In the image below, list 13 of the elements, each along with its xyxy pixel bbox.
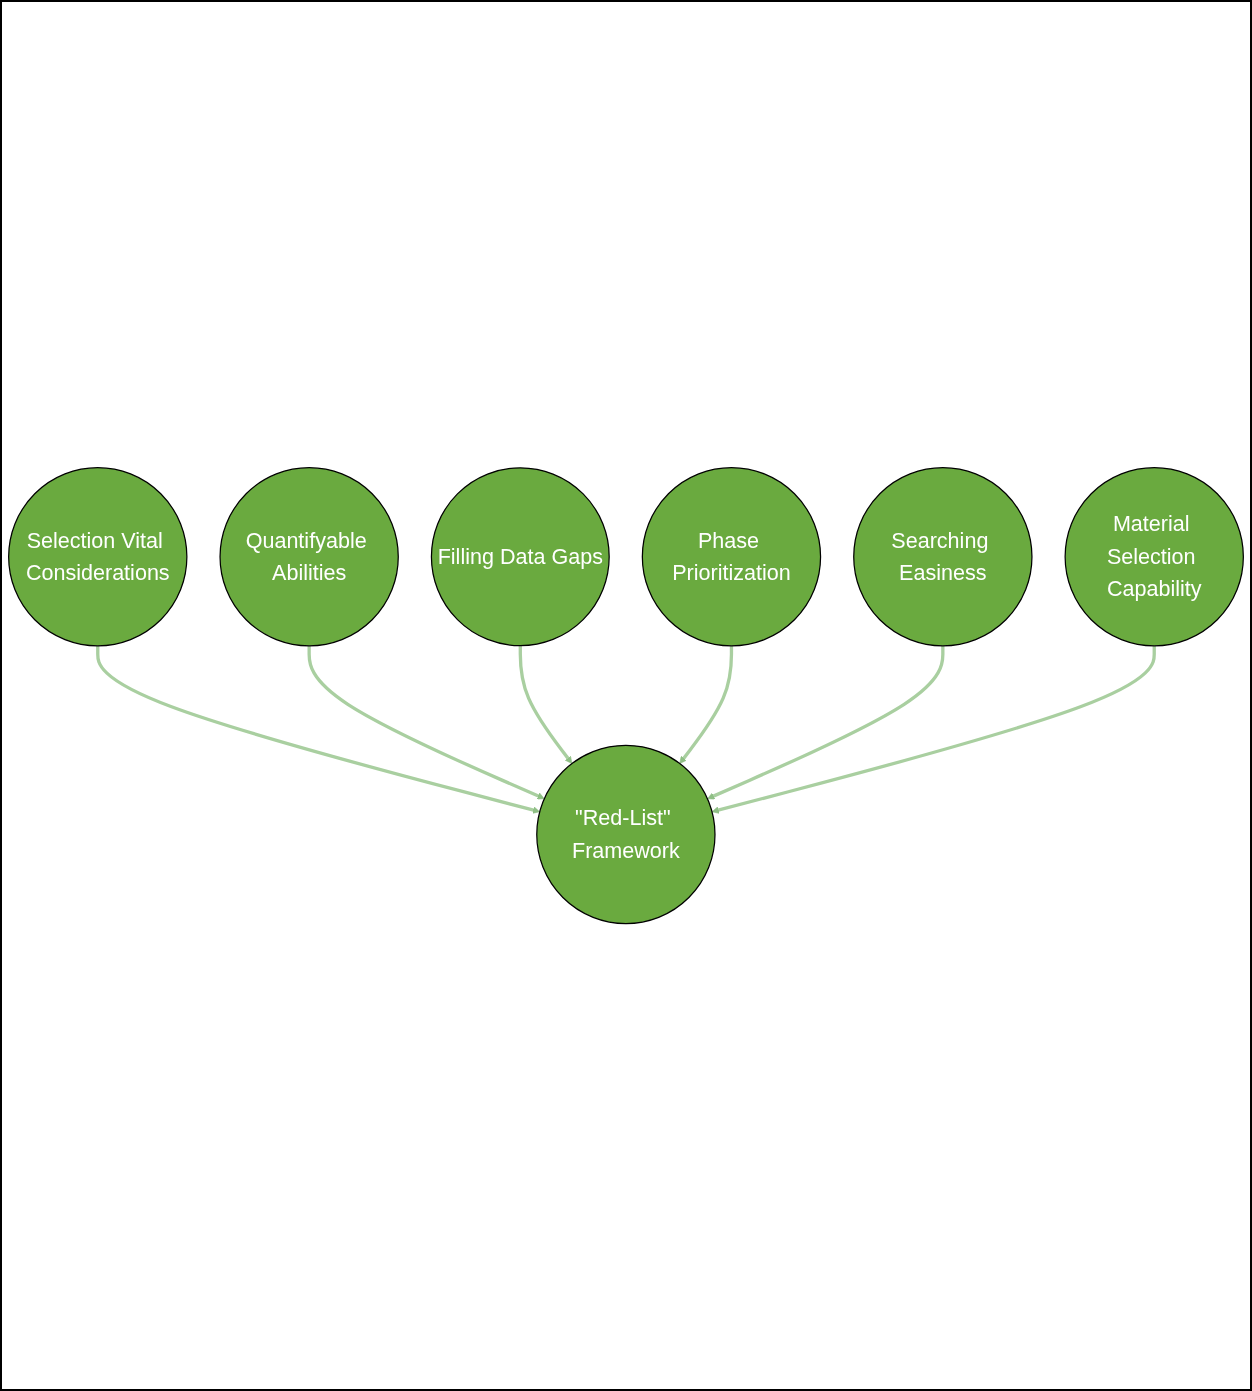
node-circle: Selection Vital Considerations	[8, 466, 188, 647]
node-circle: Material Selection Capability	[1064, 466, 1244, 647]
node-circle: Phase Prioritization	[641, 466, 822, 647]
arrow	[307, 645, 545, 800]
node-circle: Searching Easiness	[853, 466, 1033, 647]
arrow	[707, 645, 945, 800]
node-circle: Filling Data Gaps	[430, 467, 610, 647]
arrow	[518, 645, 573, 764]
arrow	[96, 645, 541, 814]
arrow	[679, 645, 734, 764]
node-circle: Quantifyable Abilities	[219, 466, 399, 647]
arrow	[711, 645, 1156, 814]
node-circle: "Red-List" Framework	[536, 744, 716, 925]
